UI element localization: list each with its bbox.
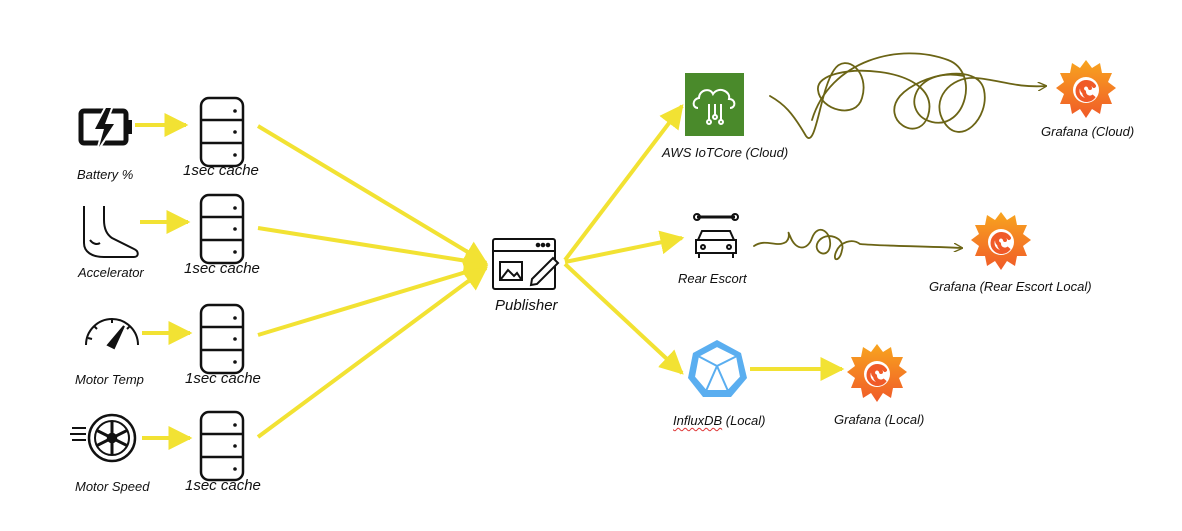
publisher-target-arrows [563, 104, 845, 381]
grafana-cloud-label: Grafana (Cloud) [1041, 124, 1135, 139]
source-cache-arrows [135, 113, 193, 450]
aws-iot-core-label: AWS IoTCore (Cloud) [662, 145, 789, 160]
cache-label-2: 1sec cache [184, 260, 260, 277]
scribble-arrow-rear-to-grafana [753, 228, 962, 261]
cache-label-3: 1sec cache [185, 370, 261, 387]
arrow-publisher-to-influxdb [563, 262, 684, 375]
publisher-label: Publisher [495, 297, 558, 314]
influxdb-icon [688, 340, 747, 397]
cache-db-icon-2 [199, 193, 245, 265]
battery-charging-icon [78, 106, 132, 149]
cache-db-icon-3 [199, 303, 245, 375]
influxdb-label-name: InfluxDB [673, 413, 723, 428]
arrow-publisher-to-aws [563, 104, 684, 262]
scribble-arrow-aws-to-grafana [769, 52, 1046, 139]
grafana-icon-local [845, 342, 909, 404]
source-label-motor-speed: Motor Speed [75, 479, 150, 494]
source-label-motor-temp: Motor Temp [75, 372, 144, 387]
cache-label-4: 1sec cache [185, 477, 261, 494]
grafana-local-label: Grafana (Local) [834, 412, 925, 427]
arrow-cache4-to-publisher [256, 266, 488, 439]
influxdb-label: InfluxDB (Local) [673, 413, 766, 428]
gauge-icon [85, 318, 139, 350]
rear-escort-label: Rear Escort [678, 271, 747, 286]
influxdb-label-suffix: (Local) [722, 413, 766, 428]
cache-db-icon-1 [199, 96, 245, 168]
aws-iot-core-icon [685, 73, 744, 136]
arrow-cache2-to-publisher [257, 226, 489, 273]
car-wrench-icon [693, 213, 739, 258]
foot-icon [83, 206, 139, 258]
publisher-window-icon [492, 238, 560, 290]
wheel-icon [70, 413, 137, 463]
arrow-cache1-to-publisher [256, 124, 489, 265]
arrow-publisher-to-rear-escort [564, 230, 685, 264]
source-label-accelerator: Accelerator [78, 265, 144, 280]
cache-db-icon-4 [199, 410, 245, 482]
cache-label-1: 1sec cache [183, 162, 259, 179]
grafana-icon-cloud [1054, 58, 1118, 120]
grafana-rear-label: Grafana (Rear Escort Local) [929, 279, 1092, 294]
source-label-battery: Battery % [77, 167, 134, 182]
arrow-cache3-to-publisher [257, 260, 489, 337]
grafana-icon-rear [969, 210, 1033, 272]
cache-publisher-arrows [256, 124, 489, 439]
